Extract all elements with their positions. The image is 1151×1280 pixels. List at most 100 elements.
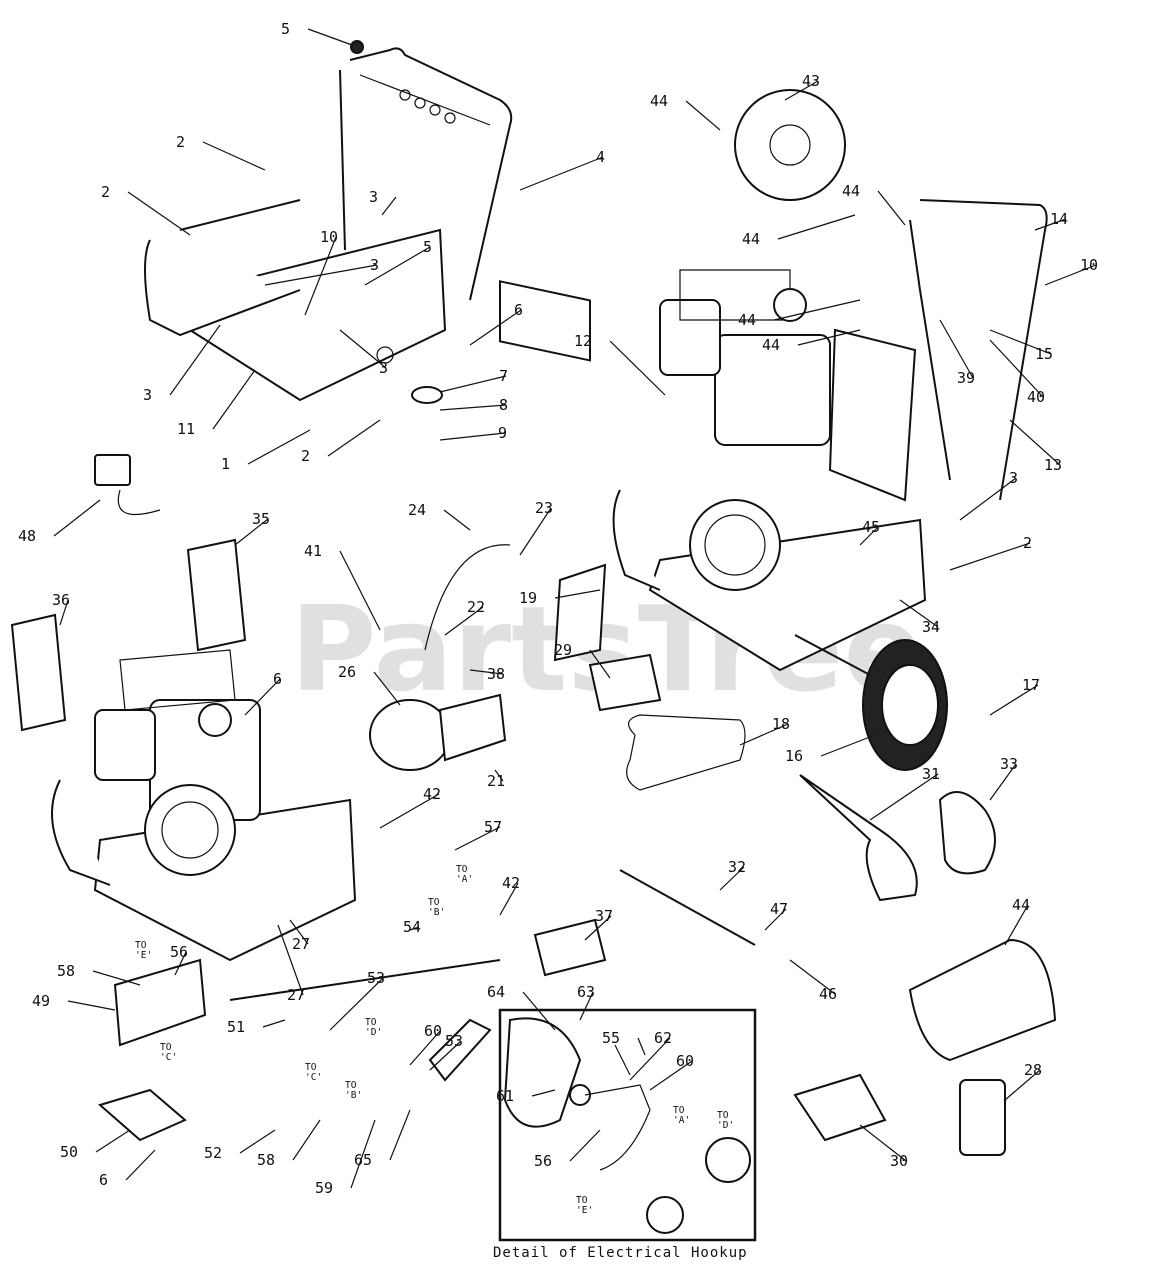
leader-line [1009,419,1061,466]
callout-15: 15 [1035,345,1053,363]
callout-8: 8 [499,396,508,414]
callout-48: 48 [18,527,36,545]
leader-line [739,723,789,746]
callout-31: 31 [922,765,940,783]
hose-reel-icon [734,89,846,201]
leader-line [949,542,1031,571]
leader-line [939,319,974,379]
callout-2: 2 [301,447,310,465]
leader-line [629,1037,671,1081]
callout-24: 24 [408,501,426,519]
callout-44: 44 [650,92,668,110]
callout-65: 65 [354,1151,372,1169]
callout-3: 3 [143,386,152,404]
callout-16: 16 [785,747,803,765]
spray-gun-icon [799,774,918,902]
leader-line [247,429,311,465]
leader-line [1004,1069,1041,1101]
electrical-detail-box: Detail of Electrical Hookup [493,1008,757,1261]
callout-53: 53 [367,969,385,987]
callout-27: 27 [287,986,305,1004]
callout-59: 59 [315,1179,333,1197]
leader-line [350,1119,376,1189]
nozzle-pack-icon [533,918,607,977]
callout-46: 46 [819,985,837,1003]
leader-line [764,908,787,931]
callout-7: 7 [499,367,508,385]
leader-lines [53,28,1097,1189]
leader-line [989,684,1039,716]
leader-line [439,404,507,411]
charger-icon [94,454,131,486]
parts-kit-icon [908,938,1057,1062]
leader-line [989,329,1052,355]
leader-line [174,951,187,976]
leader-line [381,196,397,216]
callout-39: 39 [957,369,975,387]
callout-3: 3 [369,188,378,206]
leader-line [239,1129,276,1154]
callout-54: 54 [403,918,421,936]
leader-line [859,526,879,546]
leader-line [685,100,721,131]
leader-line [637,1037,646,1056]
leader-line [584,915,612,941]
wire-tag: TO'A' [456,864,473,885]
leader-line [784,80,819,101]
callout-58: 58 [257,1151,275,1169]
callout-40: 40 [1027,388,1045,406]
callout-3: 3 [379,359,388,377]
callout-5: 5 [423,238,432,256]
hardware-bag-icon [793,1073,887,1142]
wire-tag: TO'B' [345,1080,362,1101]
callout-38: 38 [487,665,505,683]
rubber-foot-icon [411,386,443,404]
callout-29: 29 [554,641,572,659]
callout-64: 64 [487,983,505,1001]
wire-tag: TO'E' [135,940,152,961]
callout-30: 30 [890,1152,908,1170]
leader-line [125,1149,156,1181]
callout-13: 13 [1044,456,1062,474]
goggles-icon [938,791,996,875]
leader-line [797,329,861,346]
leader-line [789,959,836,995]
battery-icon [113,958,207,1047]
leader-line [289,919,309,945]
leader-line [522,991,556,1031]
leader-line [53,499,101,537]
leader-line [519,507,552,556]
callout-6: 6 [514,301,523,319]
decal-panel-icon [499,280,591,362]
callout-10: 10 [1080,256,1098,274]
leader-line [92,970,141,986]
callout-1: 1 [221,455,230,473]
leader-line [569,1129,601,1162]
leader-line [277,924,304,996]
callout-11: 11 [177,420,195,438]
callout-6: 6 [99,1171,108,1189]
leader-line [244,678,281,716]
callout-44: 44 [762,336,780,354]
callout-17: 17 [1022,676,1040,694]
leader-line [373,671,401,706]
leader-line [773,299,861,321]
cap-plug-icon [350,40,364,54]
callout-56: 56 [170,943,188,961]
wire-tag: TO'E' [576,1195,593,1216]
leader-line [989,339,1044,398]
leader-line [234,518,269,546]
callout-2: 2 [101,183,110,201]
wire-tags: TO'E'TO'C'TO'A'TO'B'TO'D'TO'C'TO'B'TO'A'… [135,864,734,1216]
callout-2: 2 [1023,534,1032,552]
wire-tag: TO'D' [717,1110,734,1131]
callout-63: 63 [577,983,595,1001]
callout-47: 47 [770,900,788,918]
callout-32: 32 [728,858,746,876]
leader-line [519,156,604,191]
leader-line [469,669,504,675]
leader-line [454,826,501,851]
callout-44: 44 [738,311,756,329]
callout-50: 50 [60,1143,78,1161]
